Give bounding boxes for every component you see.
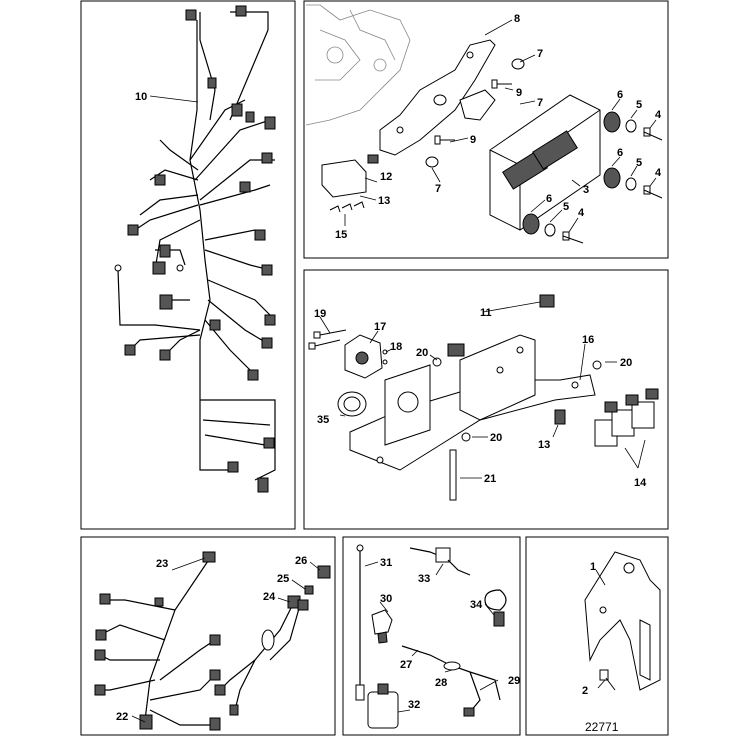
callout-19: 19 [314,308,326,320]
figure-number: 22771 [585,720,619,734]
callout-24: 24 [263,591,276,603]
starter-solenoid [344,334,388,379]
wire-loop-34 [484,589,507,627]
nut-right [592,360,602,370]
callout-4-top: 4 [655,109,662,121]
nut-left [432,357,442,367]
callout-35: 35 [317,414,329,426]
callout-25: 25 [277,573,289,585]
callout-20-low: 20 [490,432,502,444]
callout-7-mid: 7 [537,97,543,109]
callout-20-right: 20 [620,357,632,369]
callout-9-top: 9 [516,87,522,99]
relay-and-fuse-block [321,154,379,213]
callout-5-low: 5 [563,201,569,213]
callout-23: 23 [156,558,168,570]
callout-20-left: 20 [416,347,428,359]
callout-30: 30 [380,593,392,605]
callout-10: 10 [135,91,147,103]
panel-sensors [342,536,521,736]
callout-16: 16 [582,334,594,346]
callout-21: 21 [484,473,496,485]
callout-5-mid: 5 [636,157,642,169]
callout-22: 22 [116,711,128,723]
sensor-30 [371,609,393,644]
engine-block-outline [305,4,411,126]
callout-34: 34 [470,599,483,611]
callout-31: 31 [380,557,392,569]
sensor-probe-31 [355,544,365,701]
callout-6-low: 6 [546,193,552,205]
panel-harness-main [80,0,296,530]
callout-9-mid: 9 [470,134,476,146]
sensor-33 [409,547,471,576]
callout-29: 29 [508,675,520,687]
callout-14: 14 [634,477,647,489]
relay-mounting-plate [349,334,596,471]
callout-18: 18 [390,341,402,353]
callout-8: 8 [514,13,520,25]
callout-4-low: 4 [578,207,585,219]
callout-26: 26 [295,555,307,567]
callout-11: 11 [480,307,492,319]
callout-15: 15 [335,229,347,241]
callout-17: 17 [374,321,386,333]
callout-7-top: 7 [537,48,543,60]
callout-2: 2 [582,685,588,697]
cable-27-28-29 [401,645,501,717]
harness-24 [214,595,309,716]
callout-4-mid: 4 [655,167,662,179]
bracket-clip-mid [447,343,465,357]
stud [449,449,457,501]
callout-1: 1 [590,561,596,573]
callout-32: 32 [408,699,420,711]
callout-5-top: 5 [636,99,642,111]
ecm-module [489,94,601,231]
bolt-pair [308,329,347,350]
mounting-bracket-1 [584,551,661,691]
harness-23 [94,551,221,731]
panel-mount-bracket [525,536,669,736]
callout-27: 27 [400,659,412,671]
callout-6-mid: 6 [617,147,623,159]
main-wiring-harness [114,5,276,493]
sender-32 [367,683,399,729]
connector-26 [317,565,331,579]
bracket-clip-low [554,409,566,425]
callout-33: 33 [418,573,430,585]
callout-7-low: 7 [435,183,441,195]
relay-cluster [594,388,659,447]
connector-25 [304,585,314,595]
callout-3: 3 [583,184,589,196]
callout-13-low: 13 [538,439,550,451]
callout-6-top: 6 [617,89,623,101]
panel-ecm [303,0,669,259]
panel-harness-small [80,536,336,736]
callout-12: 12 [380,171,392,183]
screw-2 [599,669,616,691]
bracket-clip-top [539,294,555,308]
callout-13-top: 13 [378,195,390,207]
ecm-hardware [425,58,663,244]
panel-bracket-relays [303,269,669,530]
grommet-inner [343,396,361,412]
nut-lower [461,432,471,442]
callout-28: 28 [435,677,447,689]
